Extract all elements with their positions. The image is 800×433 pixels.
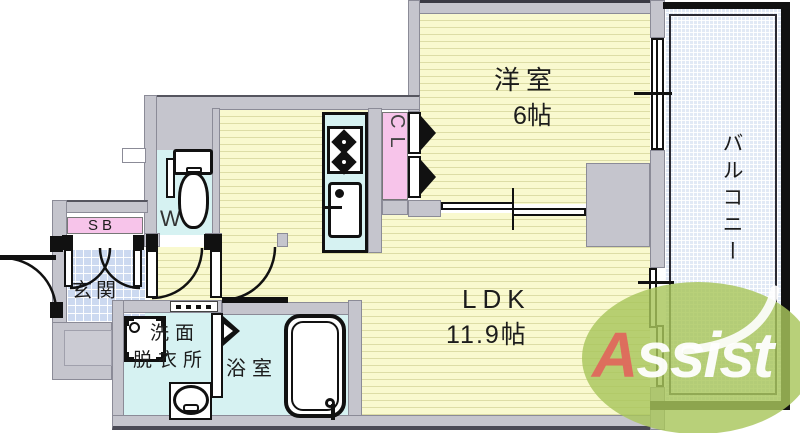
wall-hall-north-c [277, 233, 288, 247]
assist-logo-rest: ssist [636, 319, 774, 391]
shoebox-door-leaf-left [64, 249, 73, 287]
wc-door-post-left [146, 234, 158, 250]
bathtub-faucet-stem [331, 404, 335, 420]
wc-partition [166, 158, 175, 198]
closet-label: CL [386, 114, 408, 156]
wc-door-leaf [146, 250, 158, 298]
entrance-label: 玄関 [72, 280, 120, 302]
entrance-door-post-top [50, 236, 63, 252]
entrance-door-post-bottom [50, 302, 63, 318]
wall-washroom-bath [211, 313, 223, 398]
washer-pan-corner-br [156, 352, 163, 359]
wall-kitchen-closet [368, 108, 382, 253]
sliding-door-pane-1 [441, 202, 514, 210]
bathtub-faucet [325, 398, 335, 408]
washer-pan-corner-bl [127, 352, 134, 359]
wc-door-post-right [204, 234, 222, 250]
bathtub-inner [291, 321, 339, 411]
ldk-size: 11.9帖 [446, 321, 528, 349]
ldk-door-leaf [210, 250, 222, 298]
wall-step-notch [122, 148, 146, 163]
wall-bath-north [222, 302, 362, 315]
closet-door-triangle-2 [421, 160, 436, 194]
assist-logo-initial: A [592, 319, 638, 391]
wall-east-mid [650, 150, 665, 268]
western-room-size: 6帖 [513, 102, 552, 130]
wall-top-western-room [408, 0, 665, 14]
washer-pan-corner-tl [127, 319, 134, 326]
washer-pan-drain [129, 322, 140, 333]
toilet-tank-lid [186, 167, 202, 173]
wall-above-wc [157, 108, 212, 150]
shoebox-door-post-right [133, 235, 144, 250]
washroom-label-line2: 脱衣所 [133, 350, 209, 371]
closet-area [382, 112, 408, 200]
window-ldk-tick [638, 281, 674, 284]
wall-western-ldk-a [408, 200, 441, 217]
wall-bath-east [348, 300, 362, 430]
washer-pan-corner-tr [156, 319, 163, 326]
sliding-door-pane-2 [512, 208, 586, 216]
wall-east-top [650, 0, 665, 38]
stove-burner-1-center [342, 140, 346, 144]
sliding-door-tick [512, 188, 514, 230]
closet-door-panel-2 [408, 156, 421, 198]
balcony-label: バルコニー [720, 132, 743, 267]
shoebox-door-post-left [62, 235, 73, 250]
entrance-door-arc [2, 256, 58, 312]
washroom-label-line1: 洗面 [150, 323, 201, 344]
wall-west-western-room [408, 0, 420, 112]
bath-door-triangle-inner [224, 324, 233, 338]
assist-logo-text: Assist [592, 318, 774, 392]
closet-door-triangle-1 [421, 116, 436, 150]
washroom-sliding-door-dashes [176, 305, 214, 309]
ldk-label: LDK [462, 284, 531, 314]
balcony-rail-top [663, 2, 790, 9]
wall-wc-kitchen [212, 108, 220, 247]
ldk-door-threshold [222, 297, 288, 303]
vanity-drain [183, 404, 199, 412]
wall-western-ldk-block [586, 163, 650, 247]
toilet-bowl [178, 172, 209, 229]
balcony-rail-right [781, 2, 790, 410]
western-room-label: 洋室 [494, 65, 559, 95]
wall-left-main [144, 95, 157, 247]
entrance-door-leaf [0, 255, 56, 260]
window-western-room-tick [634, 92, 672, 95]
stove-burner-2-center [342, 160, 346, 164]
closet-door-panel-1 [408, 112, 421, 154]
kitchen-faucet-spout [325, 206, 342, 209]
shoe-box-label: SB [88, 217, 117, 234]
bathroom-label: 浴室 [226, 358, 278, 380]
kitchen-sink [328, 182, 362, 238]
entrance-step [64, 330, 112, 366]
kitchen-faucet-circle [335, 189, 344, 198]
shoebox-door-leaf-right [133, 249, 142, 287]
wall-washroom-west [112, 300, 124, 430]
shoe-box-area [67, 217, 143, 234]
wall-closet-south [382, 200, 408, 215]
